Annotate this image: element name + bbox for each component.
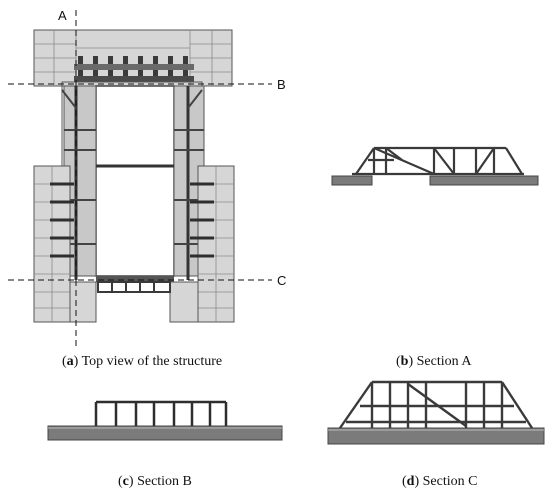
upper-slab xyxy=(33,29,233,87)
caption-b: (b) Section A xyxy=(396,354,472,369)
caption-d: (d) Section C xyxy=(402,474,478,489)
section-a-diagram xyxy=(331,146,539,186)
caption-a: (a) Top view of the structure xyxy=(62,354,223,369)
central-frame xyxy=(61,81,205,283)
lower-right-slab xyxy=(169,165,235,323)
section-mark-a: A xyxy=(58,8,67,23)
caption-c: (c) Section B xyxy=(118,474,192,489)
section-b-diagram xyxy=(47,400,283,441)
lower-left-slab xyxy=(33,165,97,323)
section-mark-b: B xyxy=(277,77,286,92)
top-view-diagram: A B C xyxy=(8,8,286,346)
section-c-diagram xyxy=(327,380,545,445)
section-mark-c: C xyxy=(277,273,286,288)
